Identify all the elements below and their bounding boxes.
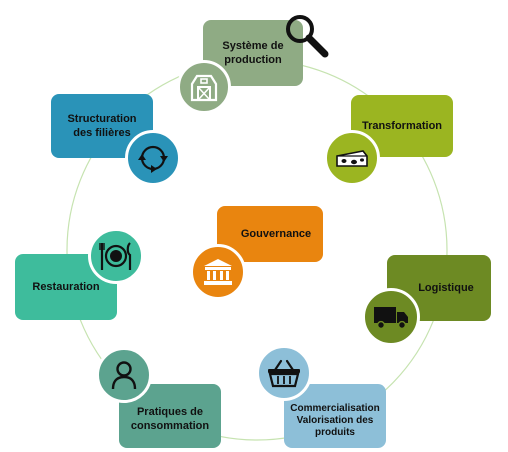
node-commercialisation-label: Commercialisation Valorisation des produ… — [290, 403, 380, 438]
cheese-icon — [324, 130, 380, 186]
cycle-arrows-icon — [125, 130, 181, 186]
basket-icon — [256, 345, 312, 401]
magnifier-icon — [286, 15, 329, 58]
plate-cutlery-icon — [88, 228, 144, 284]
bank-icon — [190, 244, 246, 300]
node-logistique-label: Logistique — [418, 282, 474, 294]
truck-icon — [362, 288, 420, 346]
person-icon — [96, 347, 152, 403]
node-pratiques-consommation-label: Pratiques de consommation — [130, 406, 210, 432]
node-systeme-production-label: Système de production — [222, 40, 284, 66]
barn-icon — [177, 60, 231, 114]
node-gouvernance-label: Gouvernance — [240, 228, 312, 240]
node-transformation-label: Transformation — [361, 120, 443, 132]
node-systeme-production: Système de production — [203, 20, 303, 86]
node-structuration-filieres-label: Structuration des filières — [67, 113, 137, 139]
node-restauration-label: Restauration — [32, 281, 100, 293]
